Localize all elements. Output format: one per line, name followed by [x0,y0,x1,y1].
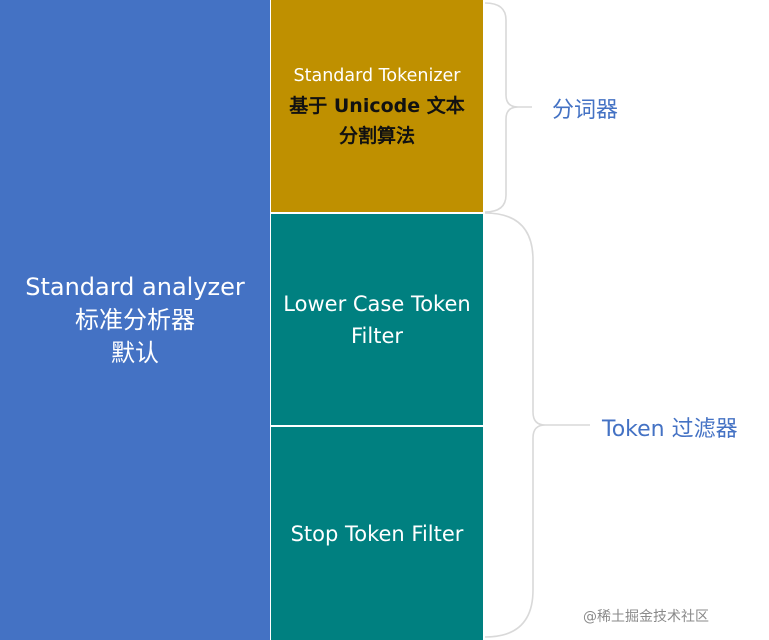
token-filters-brace [484,212,590,638]
stop-filter-label: Stop Token Filter [290,521,464,546]
analyzer-name: Standard analyzer [25,272,245,301]
tokenizer-label: 分词器 [552,98,619,123]
analyzer-default-note: 默认 [111,338,159,367]
tokenizer-description-line1: 基于 Unicode 文本 [289,95,465,117]
tokenizer-description-line2: 分割算法 [338,125,415,147]
stop-filter-block: Stop Token Filter [270,425,483,640]
tokenizer-brace [484,2,532,213]
token-filters-label: Token 过滤器 [602,417,738,442]
analyzer-chinese-name: 标准分析器 [75,305,195,334]
tokenizer-name: Standard Tokenizer [293,66,461,86]
lowercase-filter-block: Lower Case Token Filter [270,212,483,425]
analyzer-block: Standard analyzer 标准分析器 默认 [0,0,270,640]
lowercase-filter-line1: Lower Case Token [283,291,471,316]
watermark: @稀土掘金技术社区 [583,609,709,625]
tokenizer-block: Standard Tokenizer 基于 Unicode 文本 分割算法 [270,0,483,212]
lowercase-filter-line2: Filter [350,323,403,348]
